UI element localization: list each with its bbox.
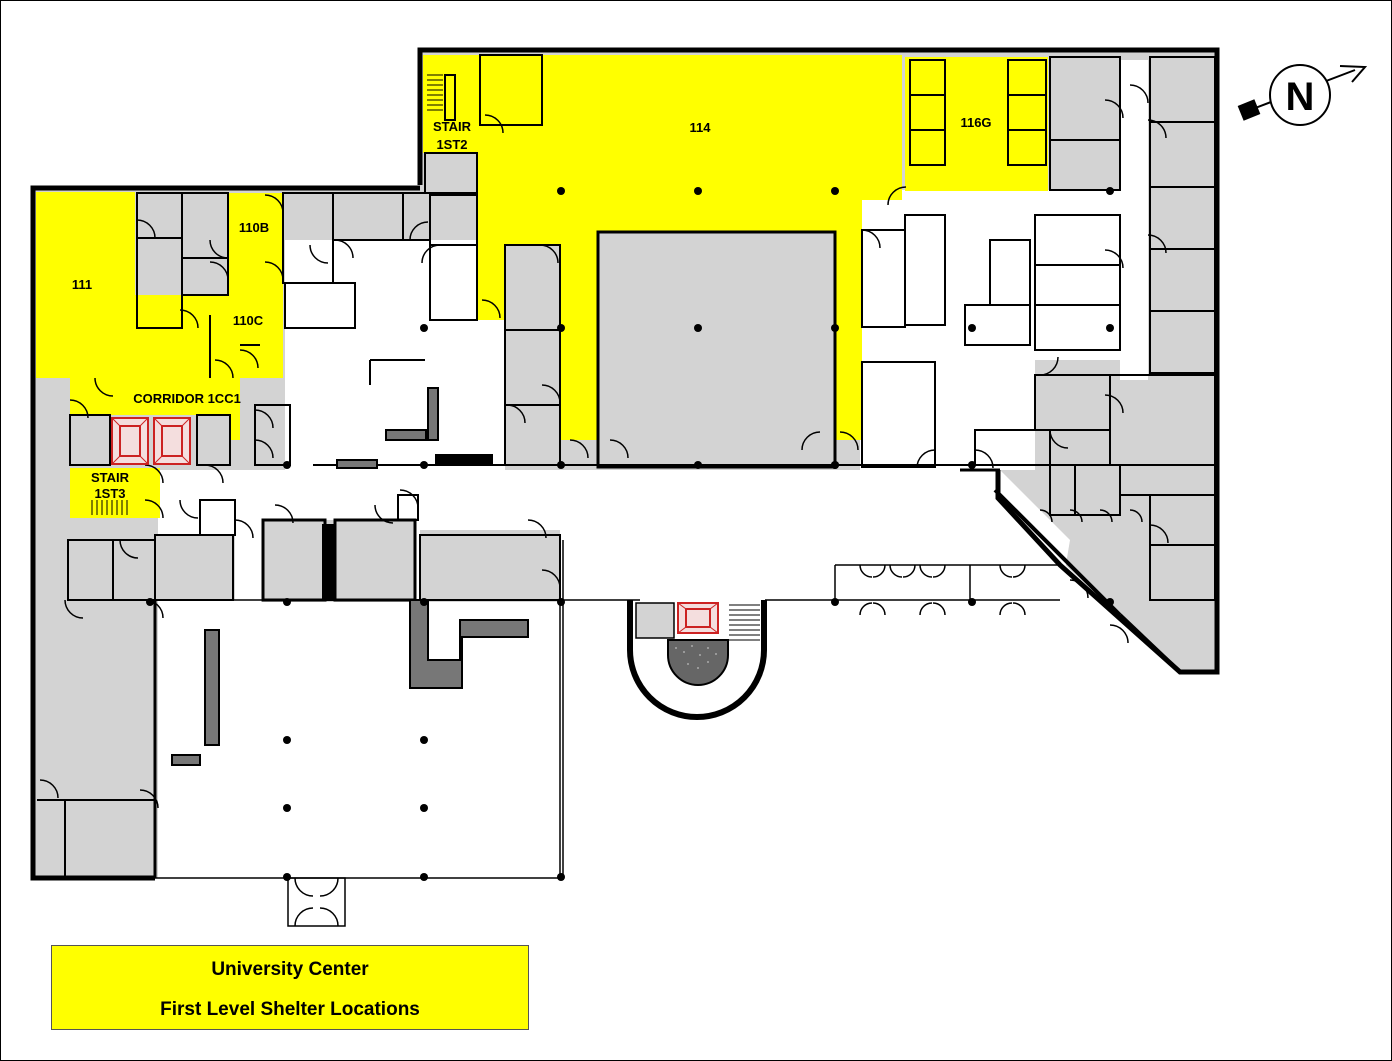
stair-1st3-label-bottom: 1ST3 [94,486,125,501]
elevator-icon [111,417,149,465]
room-labels: 114 116G 111 110B 110C CORRIDOR 1CC1 STA… [72,115,992,501]
stair-1st3-label-top: STAIR [91,470,130,485]
stair-1st2-label-top: STAIR [433,119,472,134]
structural-fixtures [171,387,529,766]
elevators [111,417,719,634]
room-110b-label: 110B [239,220,269,235]
stair-1st2-label-bottom: 1ST2 [436,137,467,152]
corridor-1cc1-label: CORRIDOR 1CC1 [133,391,241,406]
legend-subtitle: First Level Shelter Locations [160,999,420,1020]
stair-1st2-area [423,55,478,153]
legend-title: University Center [211,959,369,980]
elevator-icon [153,417,191,465]
circular-tower [627,600,767,720]
room-111-label: 111 [72,277,92,292]
north-arrow-label: N [1286,75,1315,119]
legend-box: University Center First Level Shelter Lo… [51,945,529,1030]
room-114-area [478,55,902,440]
room-114-label: 114 [690,120,712,135]
room-110c-area [70,263,283,440]
door-swings [39,84,1169,927]
room-110b-area [228,193,283,263]
stair-1st3-area [70,468,160,518]
elevator-icon [677,602,719,634]
stair-treads [91,74,760,641]
room-110c-label: 110C [233,313,264,328]
shelter-areas [36,55,1048,518]
room-116g-label: 116G [960,115,991,130]
glazing [154,540,1060,927]
north-arrow-icon: N [1237,64,1368,126]
room-116g-area [905,57,1048,191]
columns [146,187,1114,881]
room-111-area [36,192,135,378]
